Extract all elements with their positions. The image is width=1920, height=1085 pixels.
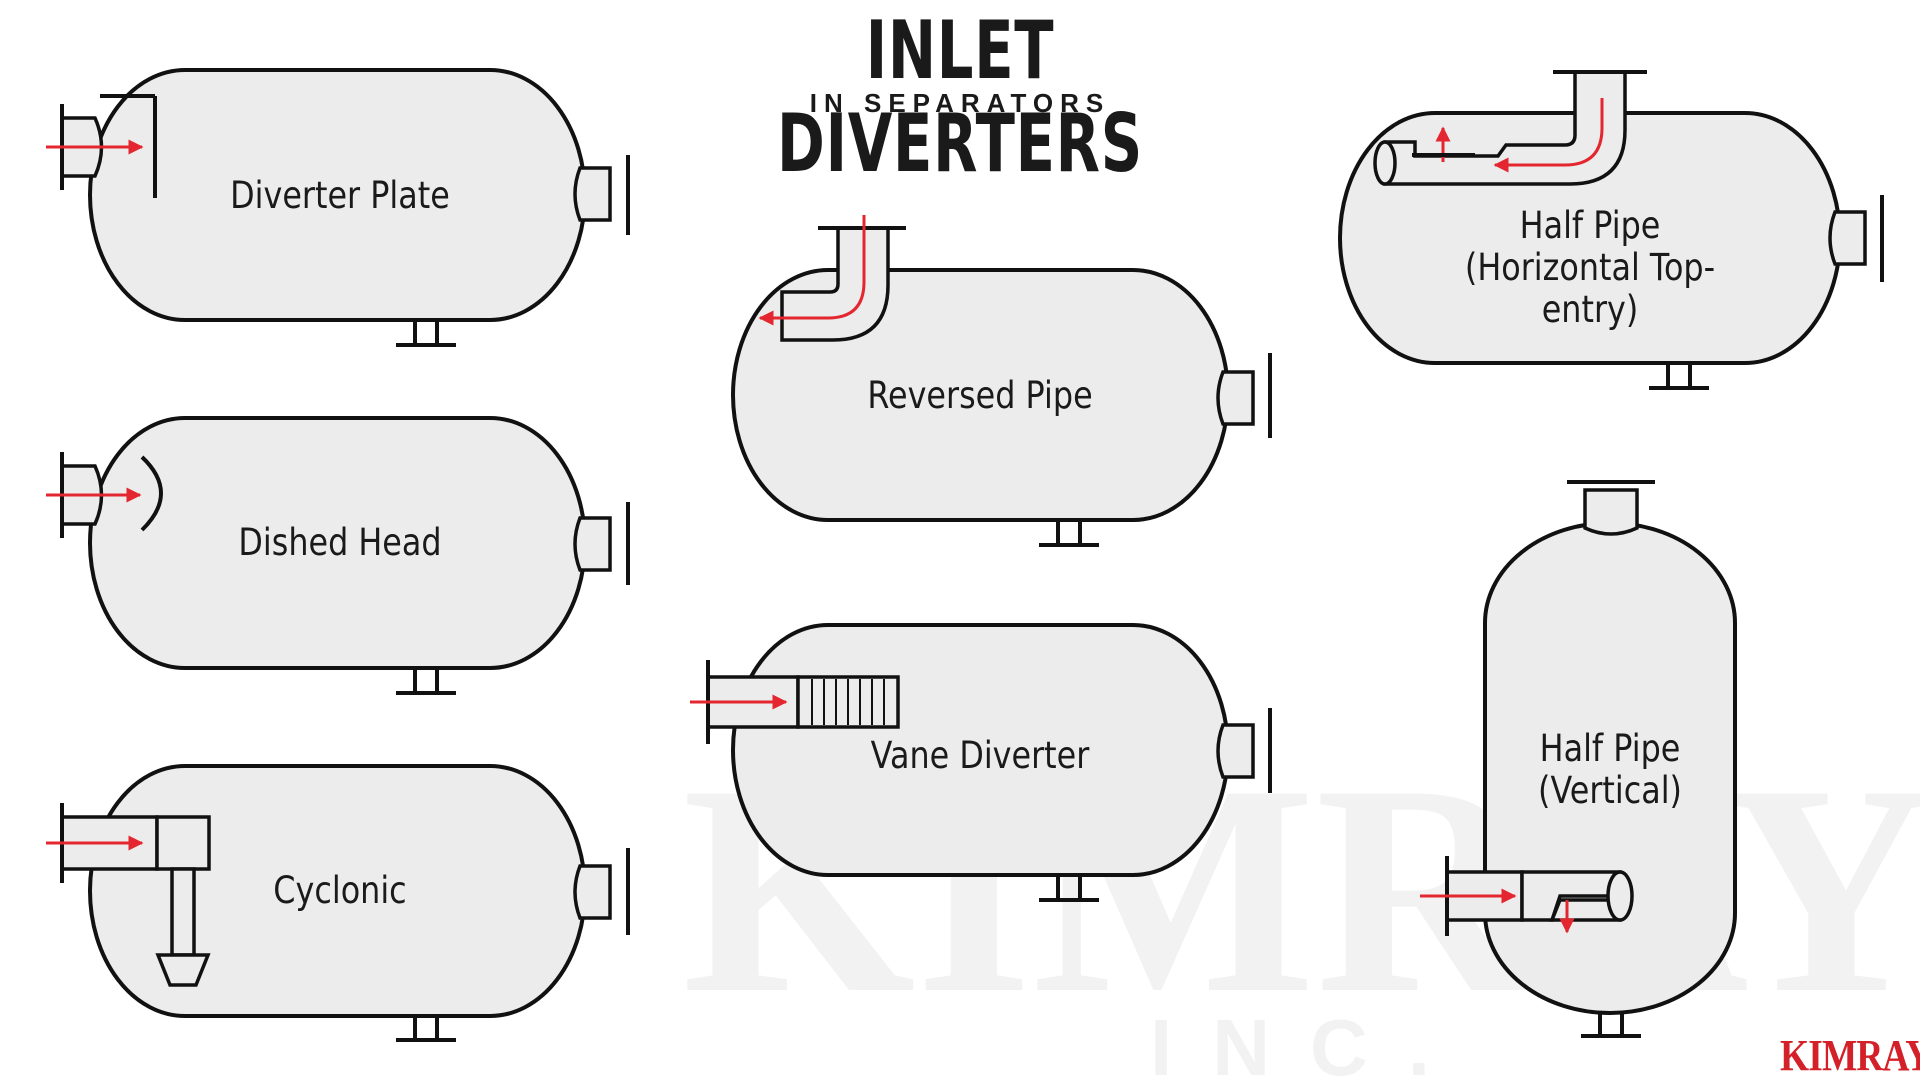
vessel-dished-head	[46, 416, 630, 695]
vessel-label: Diverter Plate	[230, 174, 450, 217]
vessel-reversed-pipe	[731, 215, 1272, 547]
vessel-diverter-plate	[46, 68, 630, 347]
page-title: INLET DIVERTERS	[777, 4, 1143, 190]
vessel-cyclonic	[46, 764, 630, 1042]
vessel-label: Reversed Pipe	[867, 374, 1093, 417]
watermark-subtext: INC.	[1150, 1003, 1470, 1080]
vessel-half-pipe-horizontal	[1338, 70, 1884, 390]
vessel-label: Dished Head	[238, 521, 442, 564]
vane-slats	[811, 679, 885, 725]
vessel-label: Half Pipe (Horizontal Top-entry)	[1464, 204, 1716, 331]
page-subtitle: IN SEPARATORS	[809, 88, 1111, 118]
vessel-label: Half Pipe (Vertical)	[1538, 727, 1682, 812]
vessel-label: Cyclonic	[273, 869, 407, 912]
flow-arrow	[1493, 98, 1604, 173]
vessel-label: Vane Diverter	[870, 734, 1090, 777]
vessel-vane-diverter	[690, 623, 1272, 902]
flow-arrow	[758, 215, 866, 326]
vessel-half-pipe-vertical	[1420, 480, 1737, 1038]
kimray-logo: KIMRAY	[1780, 1031, 1920, 1080]
